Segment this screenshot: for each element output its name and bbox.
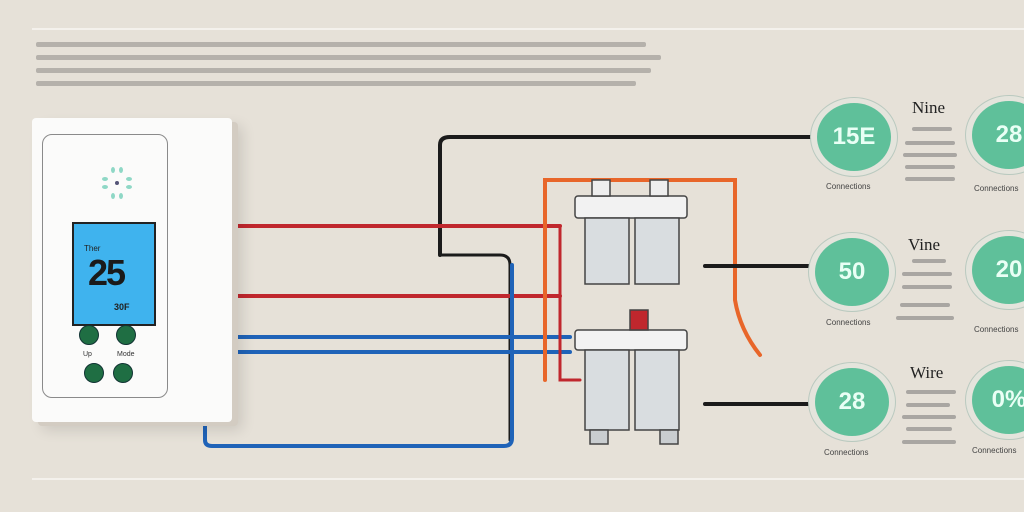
desc-line xyxy=(905,165,955,169)
desc-line xyxy=(905,177,955,181)
gauge-heading: Vine xyxy=(908,235,941,254)
black-wire xyxy=(438,135,812,257)
blue-loop-wire xyxy=(203,263,514,448)
valve-assembly xyxy=(574,179,688,445)
desc-line xyxy=(896,316,954,320)
desc-line xyxy=(912,127,952,131)
gauge-heading: Nine xyxy=(912,98,946,117)
desc-line xyxy=(906,403,950,407)
gauge-caption: Connections xyxy=(974,325,1019,334)
desc-line xyxy=(905,141,955,145)
gauge-value: 0% xyxy=(972,366,1024,434)
gauge-value: 20 xyxy=(972,236,1024,304)
black-wire-to-blue xyxy=(438,253,512,442)
top-rule xyxy=(32,28,1024,30)
thermostat-panel: Ther 25 30F Up Mode xyxy=(42,134,168,398)
gauge-3: 50 xyxy=(808,232,896,312)
header-text-line xyxy=(36,81,636,86)
desc-line xyxy=(902,285,952,289)
orange-wire xyxy=(543,178,762,382)
thermostat: Ther 25 30F Up Mode xyxy=(32,118,232,422)
mode-label: Ther xyxy=(84,244,101,253)
desc-line xyxy=(902,415,956,419)
gauge-caption: Connections xyxy=(826,318,871,327)
gauge-caption: Connections xyxy=(972,446,1017,455)
header-text-line xyxy=(36,55,661,60)
gauge-value: 28 xyxy=(815,368,889,436)
thermostat-display: Ther 25 30F xyxy=(72,222,156,326)
desc-line xyxy=(902,440,956,444)
desc-line xyxy=(902,272,952,276)
header-text-line xyxy=(36,68,651,73)
gauge-1: 15E xyxy=(810,97,898,177)
gauge-4: 20 xyxy=(965,230,1024,310)
red-wire-valve xyxy=(558,224,582,382)
unit-label: 30F xyxy=(114,302,130,312)
gauge-5: 28 xyxy=(808,362,896,442)
gauge-caption: Connections xyxy=(974,184,1019,193)
gauge-caption: Connections xyxy=(824,448,869,457)
gauge-2: 28 xyxy=(965,95,1024,175)
desc-line xyxy=(903,153,957,157)
desc-line xyxy=(912,259,946,263)
temperature-readout: 25 xyxy=(88,252,126,293)
thermostat-button-1[interactable] xyxy=(79,325,99,345)
bottom-rule xyxy=(32,478,1024,480)
gauge-value: 50 xyxy=(815,238,889,306)
desc-line xyxy=(906,390,956,394)
thermostat-button-2[interactable] xyxy=(116,325,136,345)
desc-line xyxy=(906,427,952,431)
gauge-heading: Wire xyxy=(910,363,944,382)
gauge-value: 15E xyxy=(817,103,891,171)
thermostat-button-3[interactable] xyxy=(84,363,104,383)
thermostat-button-4[interactable] xyxy=(113,363,133,383)
button-label: Mode xyxy=(117,351,135,358)
sun-icon xyxy=(102,167,132,199)
header-text-line xyxy=(36,42,646,47)
gauge-caption: Connections xyxy=(826,182,871,191)
button-label: Up xyxy=(83,351,92,358)
gauge-value: 28 xyxy=(972,101,1024,169)
desc-line xyxy=(900,303,950,307)
